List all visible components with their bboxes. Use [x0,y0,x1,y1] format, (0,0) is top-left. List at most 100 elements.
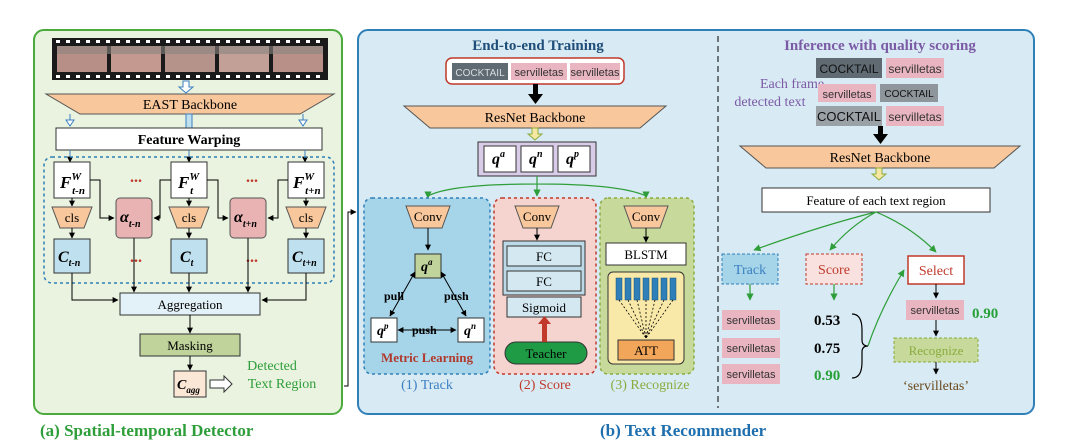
crop-text-3: servilletas [571,67,620,79]
teacher-label: Teacher [526,346,568,361]
alpha-right-label: αt+n [234,209,257,230]
cls-head-mid [168,206,210,229]
frame-crop-text-3: servilletas [823,89,872,101]
selected-score: 0.90 [972,306,998,322]
training-title: End-to-end Training [472,38,604,54]
east-backbone-block [44,93,336,115]
tracked-crop-2 [722,338,780,358]
branch-score-label: (2) Score [519,378,571,393]
frame-crop-text-4: COCKTAIL [884,89,934,100]
recognized-result: ‘servilletas’ [903,379,969,394]
q-negative-label: qn [529,149,543,168]
frame-crop-3 [818,84,876,102]
feature-of-region-label: Feature of each text region [806,193,946,208]
crop-text-1: COCKTAIL [455,68,505,79]
crop-cocktail [452,63,508,80]
selected-crop [906,300,964,320]
cls-mid-label: cls [182,210,196,225]
frame-crop-6 [886,106,944,126]
score-value-3: 0.90 [814,368,840,384]
select-button-label: Select [919,264,953,279]
recognize-button-label: Recognize [909,343,964,358]
detected-label-line1: Detected [247,359,297,374]
blstm-label: BLSTM [624,247,668,262]
crop-servilletas-2 [570,63,620,80]
resnet-backbone-train [402,105,668,129]
cls-head-left [51,206,93,229]
each-frame-line2: detected text [734,95,805,110]
feature-warping-label: Feature Warping [138,133,241,148]
metric-learning-label: Metric Learning [381,350,474,365]
conv-recognize [623,205,669,229]
tracked-crop-text-1: servilletas [727,315,776,327]
score-value-2: 0.75 [814,341,840,357]
east-backbone-label: EAST Backbone [143,98,237,113]
score-button [805,253,863,285]
fc-label-1: FC [536,249,552,264]
frame-crop-text-1: COCKTAIL [819,62,878,76]
push-label-2: push [412,323,437,337]
metric-q-positive [370,317,398,343]
each-frame-line1: Each frame [760,77,824,92]
detected-label-line2: Text Region [248,377,317,392]
blstm-block [605,242,687,266]
c-mid-label: Ct [180,249,195,269]
tracked-crop-text-3: servilletas [727,369,776,381]
aggregation-label: Aggregation [158,297,223,312]
track-button [721,253,779,285]
frame-crop-4 [880,84,938,102]
tracked-crop-1 [722,310,780,330]
q-positive-label: qp [566,149,579,168]
ellipsis-bottom-left: ... [130,249,142,266]
cls-left-label: cls [65,210,79,225]
aggregated-class-map [173,370,207,398]
ellipsis-top-right: ... [246,169,258,186]
panel-b-caption: (b) Text Recommender [600,421,767,440]
fc-layer-2 [506,270,582,292]
resnet-backbone-infer [738,145,1022,169]
embedding-q-negative [520,145,554,173]
tracked-crop-3 [722,364,780,384]
alpha-left-label: αt-n [120,209,141,230]
metric-qn-label: qn [464,321,476,339]
panel-b: End-to-end Training Inference with quali… [357,29,1035,415]
output-arrow [209,374,233,394]
frame-crop-1 [816,58,882,78]
att-label: ATT [634,343,658,358]
metric-qp-label: qp [377,321,389,339]
feature-map-t-plus-n [287,161,325,199]
inference-title: Inference with quality scoring [784,38,976,54]
class-map-t [170,238,208,274]
crop-text-2: servilletas [515,67,564,79]
embedding-q-positive [557,145,591,173]
masking-label: Masking [167,338,213,353]
att-block [617,339,675,361]
score-button-label: Score [818,263,850,278]
branch-track-label: (1) Track [401,378,453,393]
conv-track-label: Conv [414,209,443,224]
video-filmstrip [52,38,328,80]
recognize-button [893,337,979,363]
frame-crop-text-2: servilletas [888,62,941,76]
c-agg-label: Cagg [177,378,200,395]
metric-qa-label: qa [421,257,433,275]
frame-crop-2 [886,58,944,78]
fc-label-2: FC [536,274,552,289]
conv-track [405,205,451,229]
push-label-1: push [444,289,469,303]
cls-head-right [285,206,327,229]
frame-crop-5 [816,106,882,126]
panel-a-caption: (a) Spatial-temporal Detector [40,421,254,440]
tracked-crop-text-2: servilletas [727,343,776,355]
conv-recognize-label: Conv [632,209,661,224]
metric-q-anchor [414,253,442,279]
class-map-t-plus-n [287,238,325,274]
crop-servilletas-1 [511,63,567,80]
class-map-t-minus-n [53,238,91,274]
ellipsis-top-left: ... [130,169,142,186]
